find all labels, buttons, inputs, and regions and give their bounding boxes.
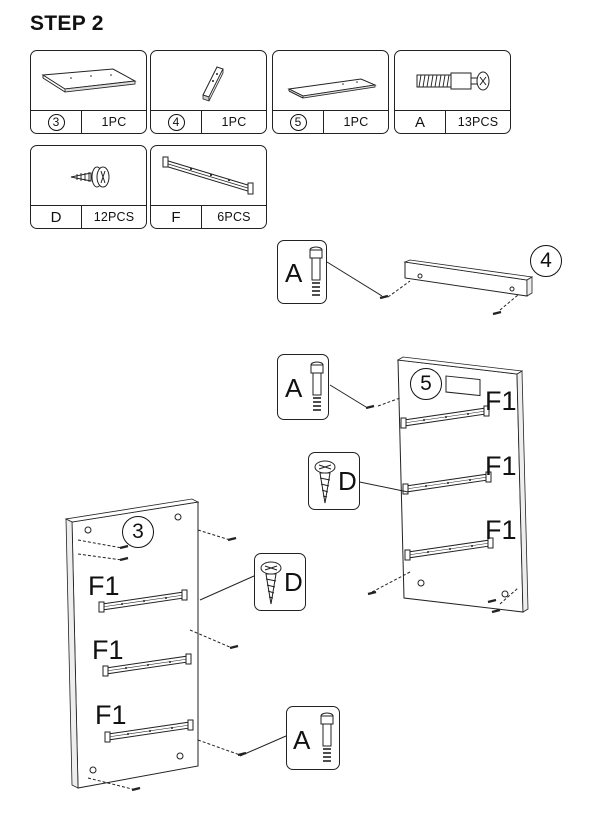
slide-label-f1: F1 bbox=[485, 386, 517, 416]
bolt-callout: A bbox=[286, 706, 340, 770]
screw-icon bbox=[314, 460, 336, 504]
drawer-slide-icon bbox=[162, 156, 254, 195]
screw-callout: D bbox=[308, 452, 360, 510]
slide-label-f1: F1 bbox=[485, 451, 517, 481]
screw-icon bbox=[70, 166, 110, 188]
screw-callout: D bbox=[254, 553, 306, 611]
part-5-number: 5 bbox=[410, 368, 442, 400]
bolt-callout-label: A bbox=[285, 373, 303, 403]
part-code: D bbox=[31, 206, 82, 228]
rail-bar-icon bbox=[202, 66, 224, 102]
long-panel-icon bbox=[41, 68, 137, 93]
part-qty: 13PCS bbox=[457, 115, 499, 129]
cam-bolt-icon bbox=[310, 361, 324, 411]
bolt-callout-label: A bbox=[293, 725, 311, 755]
part-5-panel bbox=[364, 356, 529, 614]
part-code: A bbox=[395, 111, 446, 133]
part-code: 3 bbox=[47, 113, 65, 131]
part-qty: 1PC bbox=[221, 115, 247, 129]
bolt-callout: A bbox=[277, 240, 327, 304]
cam-bolt-icon bbox=[416, 71, 490, 91]
part-code: 4 bbox=[167, 113, 185, 131]
part-4-number: 4 bbox=[530, 245, 562, 277]
part-qty: 1PC bbox=[101, 115, 127, 129]
part-card-d: D 12PCS bbox=[30, 145, 147, 229]
screw-icon bbox=[260, 561, 282, 605]
slide-label-f1: F1 bbox=[92, 635, 124, 665]
part-3-number: 3 bbox=[122, 516, 154, 548]
part-card-a: A 13PCS bbox=[394, 50, 511, 134]
bolt-callout: A bbox=[277, 354, 329, 420]
part-card-4: 4 1PC bbox=[150, 50, 267, 134]
screw-callout-label: D bbox=[338, 466, 357, 496]
bolt-callout-label: A bbox=[285, 258, 303, 288]
part-card-3: 3 1PC bbox=[30, 50, 147, 134]
part-card-5: 5 1PC bbox=[272, 50, 389, 134]
part-3-panel bbox=[64, 498, 248, 792]
part-4-rail bbox=[378, 259, 534, 316]
step-title: STEP 2 bbox=[30, 12, 104, 35]
part-card-f: F 6PCS bbox=[150, 145, 267, 229]
part-qty: 12PCS bbox=[93, 210, 135, 224]
screw-callout-label: D bbox=[284, 567, 303, 597]
cam-bolt-icon bbox=[320, 712, 334, 762]
part-code: 5 bbox=[289, 113, 307, 131]
part-qty: 1PC bbox=[343, 115, 369, 129]
part-qty: 6PCS bbox=[217, 210, 251, 224]
slide-label-f1: F1 bbox=[485, 515, 517, 545]
slide-label-f1: F1 bbox=[88, 571, 120, 601]
flat-board-icon bbox=[287, 78, 377, 99]
part-code: F bbox=[151, 206, 202, 228]
slide-label-f1: F1 bbox=[95, 700, 127, 730]
cam-bolt-icon bbox=[309, 246, 323, 296]
